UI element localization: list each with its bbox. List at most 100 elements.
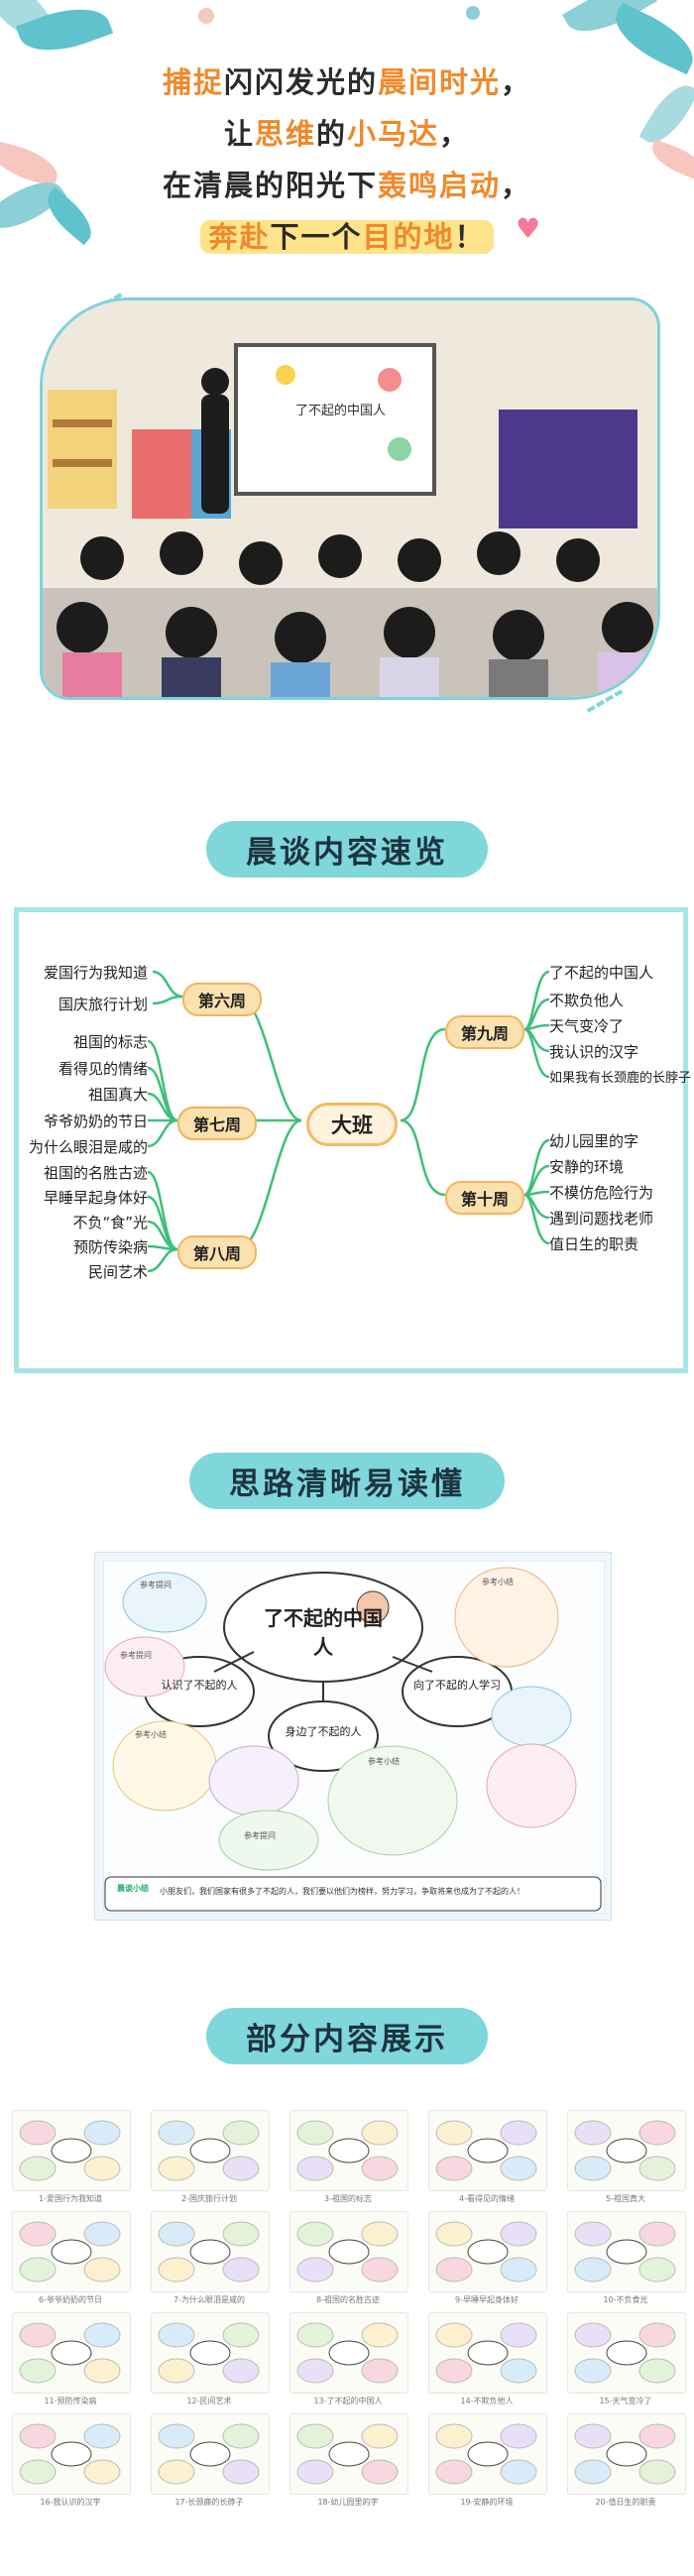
section-title-gallery: 部分内容展示	[0, 2008, 694, 2064]
slogan-line-3: 在清晨的阳光下轰鸣启动，	[162, 169, 532, 202]
thumbnail-art	[296, 2120, 399, 2181]
topic-item: 不模仿危险行为	[549, 1184, 654, 1202]
topic-item: 民间艺术	[87, 1263, 148, 1281]
branch-label: 向了不起的人学习	[413, 1679, 501, 1692]
gallery-thumbnail[interactable]	[289, 2312, 408, 2394]
thumbnail-caption: 20-值日生的职责	[595, 2498, 656, 2507]
gallery-thumbnail[interactable]	[428, 2312, 547, 2394]
thumbnail-caption: 8-祖国的名胜古迹	[316, 2295, 380, 2304]
gallery-thumbnail[interactable]	[428, 2110, 547, 2191]
gallery-thumbnail[interactable]	[428, 2413, 547, 2495]
thumbnail-art	[158, 2221, 260, 2283]
thumbnail-art	[19, 2120, 121, 2181]
thumbnail-caption: 12-民间艺术	[186, 2397, 232, 2405]
thumbnail-art	[435, 2221, 537, 2283]
thumbnail-art	[158, 2423, 260, 2485]
thumbnail-art	[574, 2120, 676, 2181]
tip-label: 参考提问	[120, 1651, 152, 1660]
topic-item: 预防传染病	[72, 1238, 148, 1256]
thumbnail-caption: 10-不负食光	[603, 2295, 648, 2304]
topic-item: 祖国真大	[87, 1086, 148, 1104]
tip-label: 参考提问	[140, 1581, 172, 1589]
gallery-thumbnail[interactable]	[12, 2211, 131, 2292]
gallery-thumbnail[interactable]	[289, 2110, 408, 2191]
thumbnail-caption: 17-长颈鹿的长脖子	[174, 2498, 244, 2507]
thumbnail-caption: 7-为什么眼泪是咸的	[174, 2295, 245, 2304]
gallery-grid: 1-爱国行为我知道 2-国庆旅行计划 3-祖国的标志 4-看得见的情绪 5-祖国…	[0, 2102, 694, 2576]
thumbnail-art	[19, 2221, 121, 2283]
thumbnail-art	[435, 2322, 537, 2384]
summary-label: 参考小结	[368, 1757, 400, 1766]
section-title-overview: 晨谈内容速览	[0, 821, 694, 878]
thumbnail-caption: 15-天气变冷了	[599, 2397, 652, 2405]
gallery-thumbnail[interactable]	[12, 2312, 131, 2394]
thumbnail-caption: 1-爱国行为我知道	[39, 2194, 102, 2203]
thumbnail-art	[19, 2423, 121, 2485]
gallery-thumbnail[interactable]	[567, 2413, 686, 2495]
thumbnail-caption: 16-我认识的汉字	[40, 2498, 101, 2507]
week-node: 第十周	[445, 1181, 525, 1215]
topic-item: 了不起的中国人	[549, 964, 654, 982]
week-node: 第八周	[177, 1235, 258, 1269]
topic-item: 爱国行为我知道	[43, 964, 148, 982]
branch-label: 身边了不起的人	[285, 1725, 362, 1738]
gallery-thumbnail[interactable]	[567, 2312, 686, 2394]
detail-mindmap-art	[104, 1567, 602, 1912]
footer-logo: 晨谈小结	[117, 1884, 149, 1893]
thumbnail-caption: 4-看得见的情绪	[459, 2194, 515, 2203]
summary-label: 参考小结	[135, 1730, 167, 1739]
week-node: 第六周	[182, 983, 263, 1016]
thumbnail-caption: 13-了不起的中国人	[313, 2397, 383, 2405]
gallery-thumbnail[interactable]	[151, 2110, 270, 2191]
summary-label: 参考小结	[482, 1578, 514, 1586]
gallery-thumbnail[interactable]	[567, 2211, 686, 2292]
slogan-line-4: 奔赴下一个目的地！	[0, 214, 694, 256]
thumbnail-caption: 11-预防传染病	[44, 2397, 97, 2405]
topic-item: 祖国的标志	[72, 1033, 148, 1051]
detail-mindmap-card: 了不起的中国人 认识了不起的人 身边了不起的人 向了不起的人学习 参考提问 参考…	[94, 1552, 612, 1921]
footer-text: 小朋友们，我们国家有很多了不起的人，我们要以他们为榜样，努力学习，争取将来也成为…	[160, 1887, 524, 1896]
gallery-thumbnail[interactable]	[151, 2312, 270, 2394]
week-node: 第九周	[445, 1015, 525, 1049]
topic-item: 看得见的情绪	[58, 1060, 148, 1078]
branch-label: 认识了不起的人	[161, 1679, 238, 1692]
topic-item: 为什么眼泪是咸的	[28, 1138, 148, 1156]
topic-item: 我认识的汉字	[549, 1043, 639, 1061]
gallery-thumbnail[interactable]	[151, 2413, 270, 2495]
gallery-thumbnail[interactable]	[12, 2110, 131, 2191]
thumbnail-art	[574, 2221, 676, 2283]
gallery-thumbnail[interactable]	[151, 2211, 270, 2292]
thumbnail-art	[296, 2322, 399, 2384]
gallery-thumbnail[interactable]	[289, 2413, 408, 2495]
thumbnail-art	[158, 2120, 260, 2181]
topic-item: 国庆旅行计划	[58, 995, 148, 1013]
topic-item: 爷爷奶奶的节日	[43, 1112, 148, 1130]
thumbnail-caption: 2-国庆旅行计划	[181, 2194, 237, 2203]
thumbnail-art	[19, 2322, 121, 2384]
thumbnail-caption: 9-早睡早起身体好	[455, 2295, 519, 2304]
gallery-thumbnail[interactable]	[428, 2211, 547, 2292]
gallery-thumbnail[interactable]	[12, 2413, 131, 2495]
thumbnail-caption: 19-安静的环境	[460, 2498, 514, 2507]
week-node: 第七周	[177, 1107, 258, 1140]
thumbnail-caption: 3-祖国的标志	[324, 2194, 372, 2203]
section-title-clarity: 思路清晰易读懂	[0, 1453, 694, 1509]
thumbnail-art	[435, 2423, 537, 2485]
topic-item: 祖国的名胜古迹	[43, 1164, 148, 1182]
thumbnail-art	[574, 2322, 676, 2384]
heart-icon: ♥	[516, 212, 541, 245]
topic-item: 如果我有长颈鹿的长脖子	[549, 1071, 692, 1086]
board-title: 了不起的中国人	[295, 403, 386, 418]
topic-item: 值日生的职责	[549, 1235, 639, 1253]
gallery-thumbnail[interactable]	[567, 2110, 686, 2191]
topic-item: 不欺负他人	[549, 992, 625, 1009]
slogan-line-1: 捕捉闪闪发光的晨间时光，	[162, 65, 532, 99]
topic-item: 安静的环境	[549, 1158, 625, 1176]
thumbnail-art	[296, 2221, 399, 2283]
classroom-photo: 了不起的中国人	[40, 297, 660, 700]
thumbnail-caption: 5-祖国真大	[606, 2194, 645, 2203]
slogan-line-2: 让思维的小马达，	[223, 117, 471, 151]
topic-item: 早睡早起身体好	[43, 1189, 148, 1207]
thumbnail-art	[296, 2423, 399, 2485]
gallery-thumbnail[interactable]	[289, 2211, 408, 2292]
